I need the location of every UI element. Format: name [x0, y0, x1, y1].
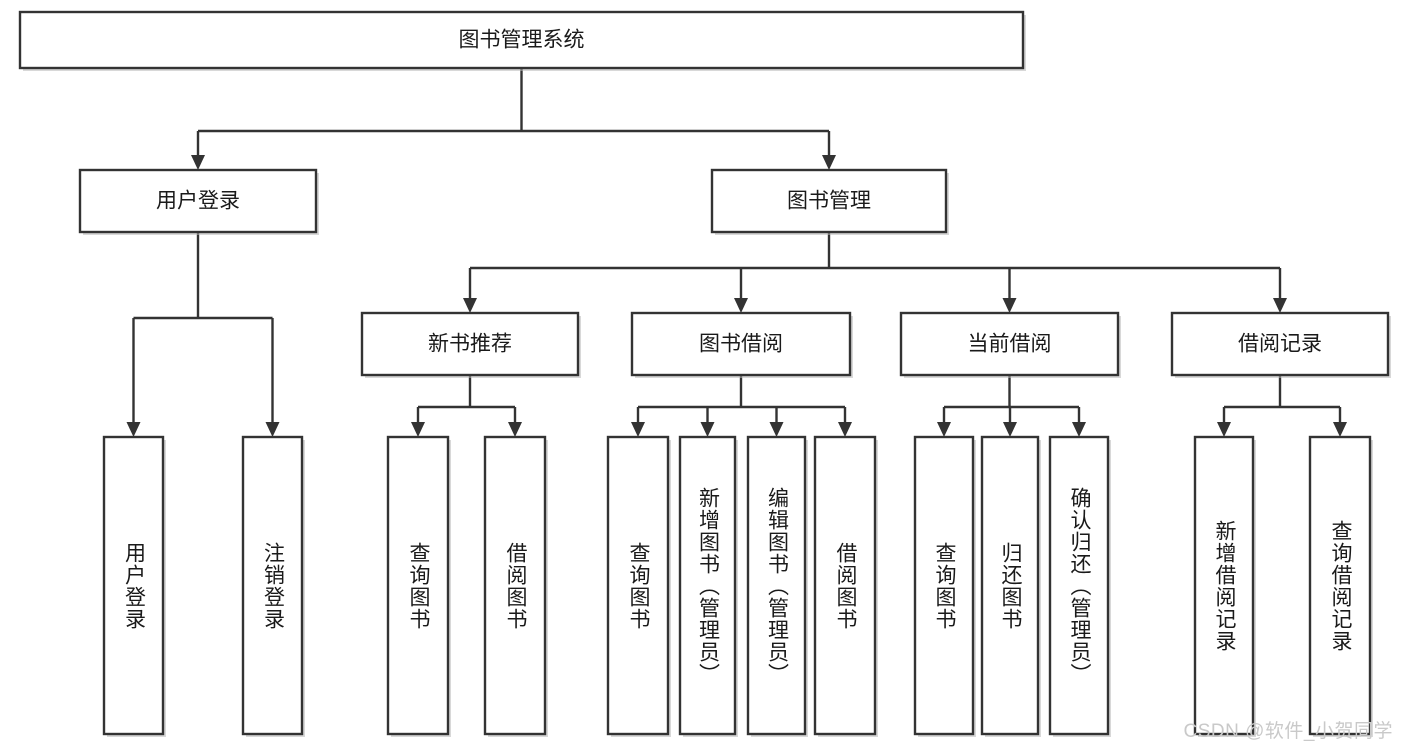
node-box[interactable]: [678, 435, 737, 736]
arrow-head-icon: [411, 422, 425, 437]
node-leaf-return-book[interactable]: [980, 435, 1041, 737]
node-leaf-borrow-book[interactable]: [813, 435, 878, 737]
arrow-head-icon: [1002, 298, 1017, 313]
arrow-head-icon: [508, 422, 522, 437]
node-box[interactable]: [1048, 435, 1110, 736]
arrow-head-icon: [937, 422, 951, 437]
node-box[interactable]: [386, 435, 450, 736]
node-box[interactable]: [746, 435, 807, 736]
arrow-head-icon: [1072, 422, 1086, 437]
node-label: 图书借阅: [699, 333, 783, 356]
node-label: 新书推荐: [428, 333, 512, 356]
node-leaf-user-login[interactable]: [102, 435, 166, 737]
node-box[interactable]: [606, 435, 670, 736]
node-label: 借阅记录: [1238, 333, 1322, 356]
arrow-head-icon: [1003, 422, 1017, 437]
node-leaf-add-book[interactable]: [678, 435, 738, 737]
node-label: 图书管理系统: [459, 29, 585, 52]
node-box[interactable]: [1170, 311, 1390, 377]
node-book-borrow[interactable]: [630, 311, 853, 378]
arrow-head-icon: [1273, 298, 1287, 313]
arrow-head-icon: [265, 422, 280, 437]
arrow-head-icon: [631, 422, 645, 437]
arrow-head-icon: [126, 422, 141, 437]
node-box[interactable]: [899, 311, 1120, 377]
node-box-layer: [18, 10, 1391, 737]
node-current-borrow[interactable]: [899, 311, 1121, 378]
node-label: 图书管理: [787, 190, 871, 213]
node-box[interactable]: [710, 168, 948, 234]
node-leaf-query-book-borrow[interactable]: [606, 435, 671, 737]
node-root[interactable]: [18, 10, 1026, 71]
arrow-head-icon: [1217, 422, 1231, 437]
node-label: 当前借阅: [968, 333, 1052, 356]
node-box[interactable]: [980, 435, 1040, 736]
node-box[interactable]: [813, 435, 877, 736]
node-box[interactable]: [483, 435, 547, 736]
node-label: 用户登录: [156, 190, 240, 213]
node-box[interactable]: [630, 311, 852, 377]
node-leaf-borrow-book-rec[interactable]: [483, 435, 548, 737]
node-box[interactable]: [1308, 435, 1372, 736]
node-box[interactable]: [18, 10, 1025, 70]
arrow-head-icon: [700, 422, 715, 437]
arrow-head-icon: [734, 298, 748, 313]
node-new-book-rec[interactable]: [360, 311, 581, 378]
node-leaf-edit-book[interactable]: [746, 435, 808, 737]
node-leaf-query-record[interactable]: [1308, 435, 1373, 737]
node-leaf-user-logout[interactable]: [241, 435, 305, 737]
node-box[interactable]: [241, 435, 304, 736]
node-leaf-query-book-rec[interactable]: [386, 435, 451, 737]
node-borrow-record[interactable]: [1170, 311, 1391, 378]
arrow-head-icon: [822, 155, 836, 170]
node-box[interactable]: [360, 311, 580, 377]
node-box[interactable]: [78, 168, 318, 234]
node-leaf-query-book-cur[interactable]: [913, 435, 976, 737]
arrow-head-icon: [838, 422, 852, 437]
node-box[interactable]: [102, 435, 165, 736]
watermark: CSDN @软件_小贺同学: [1183, 721, 1393, 742]
node-user-login[interactable]: [78, 168, 319, 235]
node-leaf-confirm-return[interactable]: [1048, 435, 1111, 737]
node-box[interactable]: [913, 435, 975, 736]
arrow-head-icon: [191, 155, 205, 170]
arrow-head-icon: [769, 422, 784, 437]
arrow-head-icon: [463, 298, 477, 313]
node-book-manage[interactable]: [710, 168, 949, 235]
arrow-head-icon: [1333, 422, 1347, 437]
node-box[interactable]: [1193, 435, 1255, 736]
node-leaf-add-record[interactable]: [1193, 435, 1256, 737]
connector-layer: [126, 68, 1347, 437]
